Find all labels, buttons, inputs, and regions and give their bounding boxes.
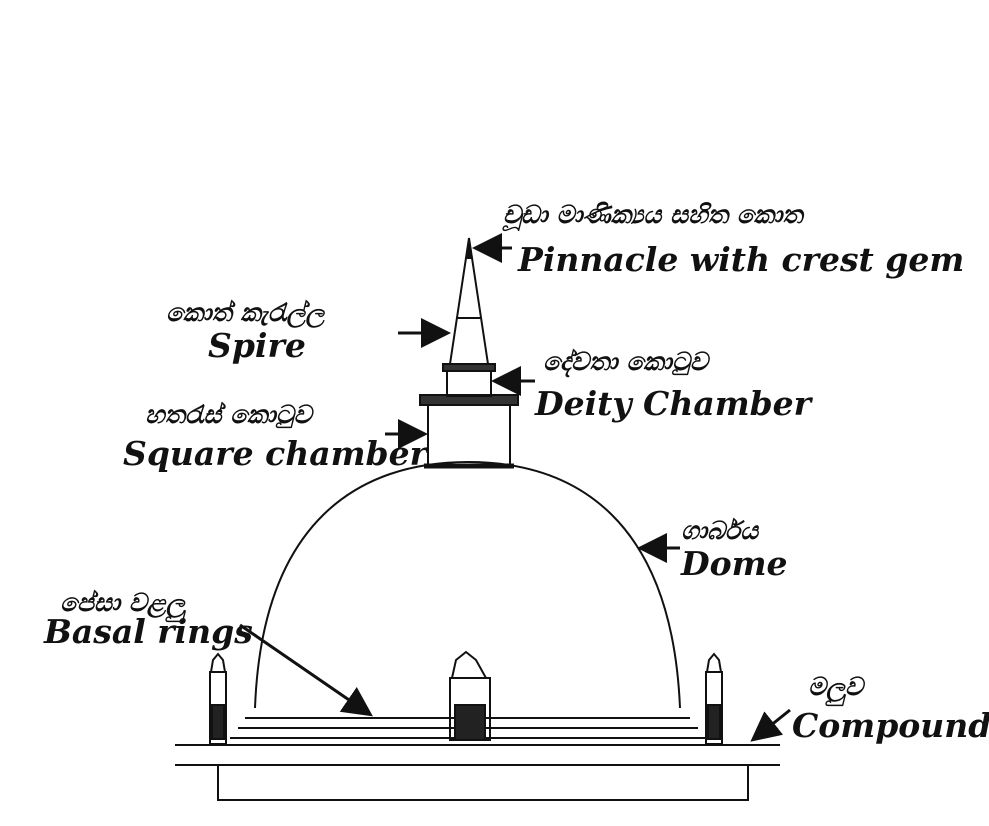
pinnacle-english-label: Pinnacle with crest gem (518, 240, 965, 279)
right-pillar (705, 671, 723, 745)
foundation (217, 765, 749, 801)
spire-sinhala-label: කොත් කැරැල්ල (166, 298, 325, 327)
spire-english-label: Spire (208, 326, 306, 365)
compound-sinhala-label: මලුව (808, 672, 864, 701)
basal-sinhala-label: පේසා වළලු (60, 588, 185, 617)
deity-chamber-cap (442, 363, 496, 372)
dome-outline (254, 460, 681, 709)
basal-english-label: Basal rings (44, 612, 253, 651)
right-pillar-top (706, 652, 722, 673)
right-pillar-panel (707, 704, 721, 740)
compound-platform (175, 744, 780, 766)
arrow-compound (750, 708, 791, 742)
deity-sinhala-label: දේවතා කොටුව (543, 347, 708, 376)
dome-sinhala-label: ගාර්බය (681, 516, 759, 545)
spire-outline (449, 257, 489, 365)
square-sinhala-label: හතරැස් කොටුව (145, 400, 312, 429)
compound-english-label: Compound (792, 706, 989, 745)
deity-english-label: Deity Chamber (535, 384, 812, 423)
pinnacle-sinhala-label: චූඩා මාණික්‍යය සහිත කොත (503, 200, 803, 229)
left-pillar (209, 671, 227, 745)
central-shrine-roof (451, 650, 487, 679)
square-chamber (427, 401, 511, 465)
deity-chamber (446, 369, 492, 397)
square-english-label: Square chamber (123, 434, 427, 473)
left-pillar-top (210, 652, 226, 673)
left-pillar-panel (211, 704, 225, 740)
central-shrine-door (454, 704, 486, 741)
arrow-basal (239, 623, 373, 717)
pinnacle-outline (465, 237, 473, 259)
dome-english-label: Dome (681, 544, 788, 583)
